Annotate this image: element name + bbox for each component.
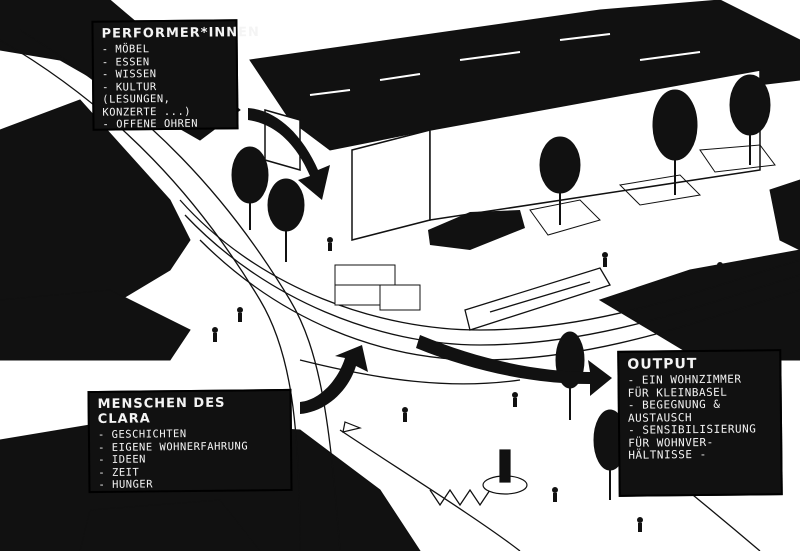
list-item: Kultur (Lesungen,	[102, 80, 228, 106]
tree-5	[729, 74, 771, 136]
tree-2	[267, 178, 305, 232]
tree-3	[539, 136, 581, 194]
facade-center-left	[351, 129, 431, 241]
output-panel-title: Output	[627, 356, 698, 373]
fences	[529, 144, 776, 236]
tram-body	[464, 267, 611, 331]
trees	[231, 74, 771, 500]
building-left-lower	[0, 289, 191, 361]
roof-details	[309, 33, 701, 96]
performer-panel: Performer*innen Möbel Essen Wissen Kultu…	[91, 19, 260, 131]
tree-4	[652, 89, 698, 161]
tree-1	[231, 146, 269, 204]
flow-arrow-icon	[300, 345, 368, 414]
menschen-list: Geschichten Eigene Wohnerfahrung Ideen Z…	[98, 427, 283, 491]
fountain	[482, 449, 528, 495]
market-stalls	[334, 264, 421, 311]
canopy	[428, 210, 525, 250]
output-panel: Output Ein Wohnzimmer für Kleinbasel Beg…	[617, 349, 783, 497]
performer-list: Möbel Essen Wissen Kultur (Lesungen, Kon…	[102, 42, 229, 131]
tram-track-2	[184, 214, 800, 346]
list-item: hältnisse -	[628, 447, 707, 462]
output-list: Ein Wohnzimmer für Kleinbasel Begegnung …	[627, 373, 772, 462]
street-line-4	[339, 429, 521, 551]
menschen-panel: Menschen des Clara Geschichten Eigene Wo…	[87, 388, 293, 494]
flow-arrow-icon	[248, 108, 330, 200]
tram	[464, 267, 611, 331]
menschen-panel-title: Menschen des Clara	[97, 395, 226, 427]
people	[212, 237, 723, 532]
building-right-mid	[769, 179, 800, 251]
street-line-3	[299, 359, 521, 385]
building-right-roof	[598, 249, 800, 361]
building-bottom-middle	[79, 499, 261, 551]
arrow-output	[416, 335, 612, 396]
arrow-menschen	[300, 345, 368, 414]
flow-arrow-icon	[416, 335, 612, 396]
performer-panel-title: Performer*innen	[101, 25, 260, 42]
list-item: Offene Ohren	[102, 117, 228, 131]
tram-track-1	[179, 199, 800, 331]
triangle-sign	[342, 421, 362, 433]
arrow-performer	[248, 108, 330, 200]
list-item: Hunger	[98, 477, 282, 491]
crosswalk-zigzag	[429, 488, 491, 507]
